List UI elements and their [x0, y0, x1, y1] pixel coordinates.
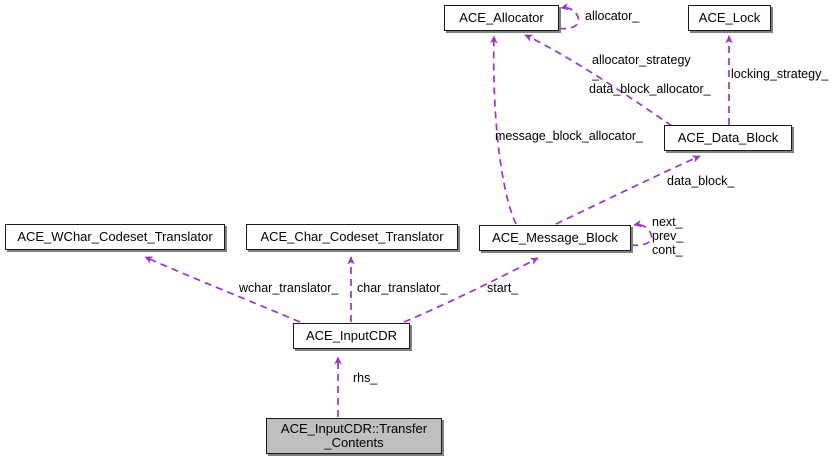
- node-ace-inputcdr-transfer-contents[interactable]: ACE_InputCDR::Transfer _Contents: [266, 418, 442, 454]
- node-label: ACE_Allocator: [459, 10, 544, 25]
- edge-label-start: start_: [487, 281, 519, 295]
- edge-label-allocator: allocator_: [585, 9, 640, 23]
- node-ace-wchar-codeset-translator[interactable]: ACE_WChar_Codeset_Translator: [5, 224, 225, 250]
- edge-label-message-block-allocator: message_block_allocator_: [495, 129, 644, 143]
- node-label: ACE_Char_Codeset_Translator: [260, 229, 444, 244]
- edge-label-next-prev-cont: next_ prev_ cont_: [652, 215, 684, 257]
- edge-label-data-block-allocator: data_block_allocator_: [589, 82, 711, 96]
- node-ace-lock[interactable]: ACE_Lock: [688, 5, 771, 31]
- edge-inputcdr-to-messageblock: [403, 257, 539, 323]
- edge-label-wchar-translator: wchar_translator_: [239, 281, 339, 295]
- edge-label-data-block: data_block_: [667, 174, 735, 188]
- edge-messageblock-to-allocator: [490, 35, 517, 225]
- node-ace-message-block[interactable]: ACE_Message_Block: [479, 225, 631, 251]
- node-label: ACE_InputCDR::Transfer _Contents: [280, 421, 428, 450]
- edge-datablock-to-allocator: [524, 34, 673, 127]
- node-label: ACE_Message_Block: [492, 230, 618, 245]
- edge-allocator-self: [558, 2, 580, 30]
- edge-label-locking-strategy: locking_strategy_: [731, 67, 829, 81]
- node-label: ACE_WChar_Codeset_Translator: [17, 229, 213, 244]
- edge-label-char-translator: char_translator_: [357, 281, 448, 295]
- node-label: ACE_Lock: [698, 10, 761, 25]
- edge-messageblock-self: [630, 219, 653, 247]
- node-ace-char-codeset-translator[interactable]: ACE_Char_Codeset_Translator: [246, 224, 458, 250]
- node-label: ACE_Data_Block: [677, 130, 779, 145]
- edge-label-rhs: rhs_: [353, 371, 378, 385]
- node-ace-allocator[interactable]: ACE_Allocator: [444, 5, 559, 31]
- edge-label-allocator-strategy: allocator_strategy _: [592, 53, 691, 81]
- node-label: ACE_InputCDR: [305, 328, 398, 343]
- edge-inputcdr-to-wchar-translator: [144, 256, 301, 323]
- edge-messageblock-to-datablock: [555, 155, 701, 225]
- node-ace-data-block[interactable]: ACE_Data_Block: [664, 125, 792, 151]
- node-ace-inputcdr[interactable]: ACE_InputCDR: [293, 323, 410, 349]
